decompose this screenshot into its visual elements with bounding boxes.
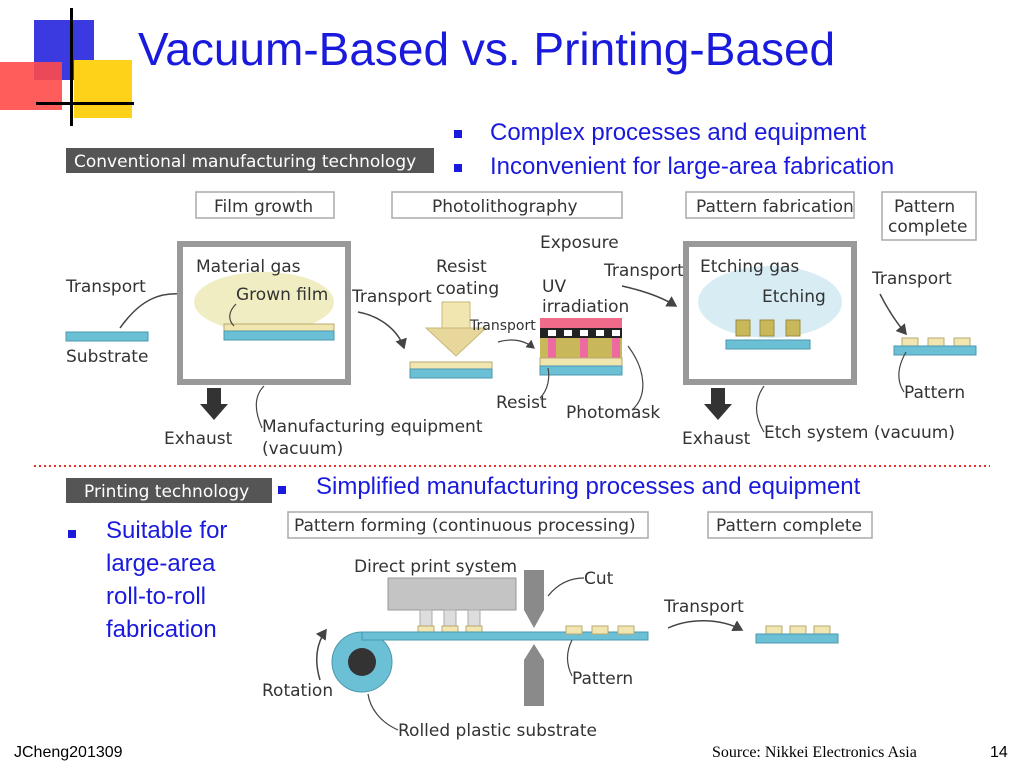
resist-label: Resist bbox=[496, 393, 547, 413]
manufacturing-equipment-vacuum-label: (vacuum) bbox=[262, 439, 343, 459]
rotation-label: Rotation bbox=[262, 681, 333, 701]
uv-irradiation-label: irradiation bbox=[542, 297, 629, 317]
footer-author: JCheng201309 bbox=[14, 744, 123, 761]
stage-pattern-complete-label-1: Pattern bbox=[894, 197, 955, 217]
rolled-substrate-label: Rolled plastic substrate bbox=[398, 721, 597, 741]
final-pattern-conventional bbox=[893, 337, 977, 356]
uv-label: UV bbox=[542, 277, 566, 297]
stage-film-growth-label: Film growth bbox=[214, 197, 313, 217]
printing-header: Printing technology bbox=[66, 478, 272, 503]
film-growth-chamber: Material gas Grown film bbox=[177, 241, 351, 385]
etching-gas-label: Etching gas bbox=[700, 257, 799, 277]
bullet-inconvenient-large-area: Inconvenient for large-area fabrication bbox=[490, 153, 895, 180]
etch-chamber: Etching gas Etching bbox=[683, 241, 857, 385]
bullet-line: fabrication bbox=[106, 616, 217, 643]
stage-pattern-forming: Pattern forming (continuous processing) bbox=[287, 511, 649, 539]
conventional-header-text: Conventional manufacturing technology bbox=[74, 152, 416, 172]
deco-vertical-line bbox=[70, 8, 73, 126]
stage-pattern-fabrication-label: Pattern fabrication bbox=[696, 197, 854, 217]
stage-pattern-complete-printing-label: Pattern complete bbox=[716, 516, 862, 536]
exhaust-label-2: Exhaust bbox=[682, 429, 751, 449]
material-gas-label: Material gas bbox=[196, 257, 301, 277]
pattern-label-conventional: Pattern bbox=[904, 383, 965, 403]
cutter bbox=[524, 570, 544, 706]
resist-coating-label-2: coating bbox=[436, 279, 499, 299]
stage-pattern-fabrication: Pattern fabrication bbox=[685, 191, 855, 219]
bullet-marker bbox=[454, 130, 462, 138]
transport-label-printing: Transport bbox=[663, 597, 744, 617]
bullet-marker bbox=[278, 486, 286, 494]
exposure-stack bbox=[539, 318, 623, 376]
final-pattern-printing bbox=[755, 625, 839, 644]
pattern-label-printing: Pattern bbox=[572, 669, 633, 689]
bullet-complex-processes: Complex processes and equipment bbox=[490, 119, 867, 146]
corner-decoration bbox=[0, 0, 135, 130]
stage-photolithography: Photolithography bbox=[391, 191, 623, 219]
bullet-marker bbox=[454, 164, 462, 172]
stage-pattern-complete-printing: Pattern complete bbox=[707, 511, 873, 539]
cut-label: Cut bbox=[584, 569, 614, 589]
substrate-label: Substrate bbox=[66, 347, 148, 367]
substrate-initial bbox=[65, 331, 149, 342]
roll bbox=[331, 631, 393, 693]
manufacturing-equipment-label: Manufacturing equipment bbox=[262, 417, 483, 437]
transport-label-4: Transport bbox=[871, 269, 952, 289]
resist-coated-substrate bbox=[409, 368, 493, 379]
grown-film-label: Grown film bbox=[236, 285, 328, 305]
direct-print-label: Direct print system bbox=[354, 557, 517, 577]
footer-source: Source: Nikkei Electronics Asia bbox=[712, 744, 917, 761]
slide-title: Vacuum-Based vs. Printing-Based bbox=[138, 23, 836, 75]
stage-film-growth: Film growth bbox=[195, 191, 335, 219]
bullet-marker bbox=[68, 530, 76, 538]
deco-horizontal-line bbox=[36, 102, 134, 105]
bullet-simplified-processes: Simplified manufacturing processes and e… bbox=[316, 473, 861, 500]
page-number: 14 bbox=[990, 744, 1008, 761]
photomask-label: Photomask bbox=[566, 403, 660, 423]
exhaust-label-1: Exhaust bbox=[164, 429, 233, 449]
transport-label-1: Transport bbox=[65, 277, 146, 297]
direct-print-head bbox=[387, 577, 517, 635]
printing-header-text: Printing technology bbox=[84, 482, 249, 502]
transport-label-3: Transport bbox=[603, 261, 684, 281]
stage-pattern-complete: Pattern complete bbox=[881, 191, 977, 241]
deco-yellow-square bbox=[74, 60, 132, 118]
etching-label: Etching bbox=[762, 287, 826, 307]
bullet-line: roll-to-roll bbox=[106, 583, 207, 610]
bullet-line: large-area bbox=[106, 550, 216, 577]
etch-system-label: Etch system (vacuum) bbox=[764, 423, 955, 443]
transport-label-small: Transport bbox=[469, 318, 536, 334]
bullet-line: Suitable for bbox=[106, 517, 228, 544]
bullet-suitable-roll-to-roll: Suitable for large-area roll-to-roll fab… bbox=[106, 514, 227, 646]
resist-coated-substrate-film bbox=[409, 361, 493, 370]
stage-pattern-forming-label: Pattern forming (continuous processing) bbox=[294, 516, 636, 536]
transport-label-2: Transport bbox=[351, 287, 432, 307]
conventional-header: Conventional manufacturing technology bbox=[66, 148, 434, 173]
exposure-label: Exposure bbox=[540, 233, 619, 253]
resist-coating-label-1: Resist bbox=[436, 257, 487, 277]
stage-photolithography-label: Photolithography bbox=[432, 197, 578, 217]
plastic-web bbox=[361, 631, 649, 641]
stage-pattern-complete-label-2: complete bbox=[888, 217, 967, 237]
